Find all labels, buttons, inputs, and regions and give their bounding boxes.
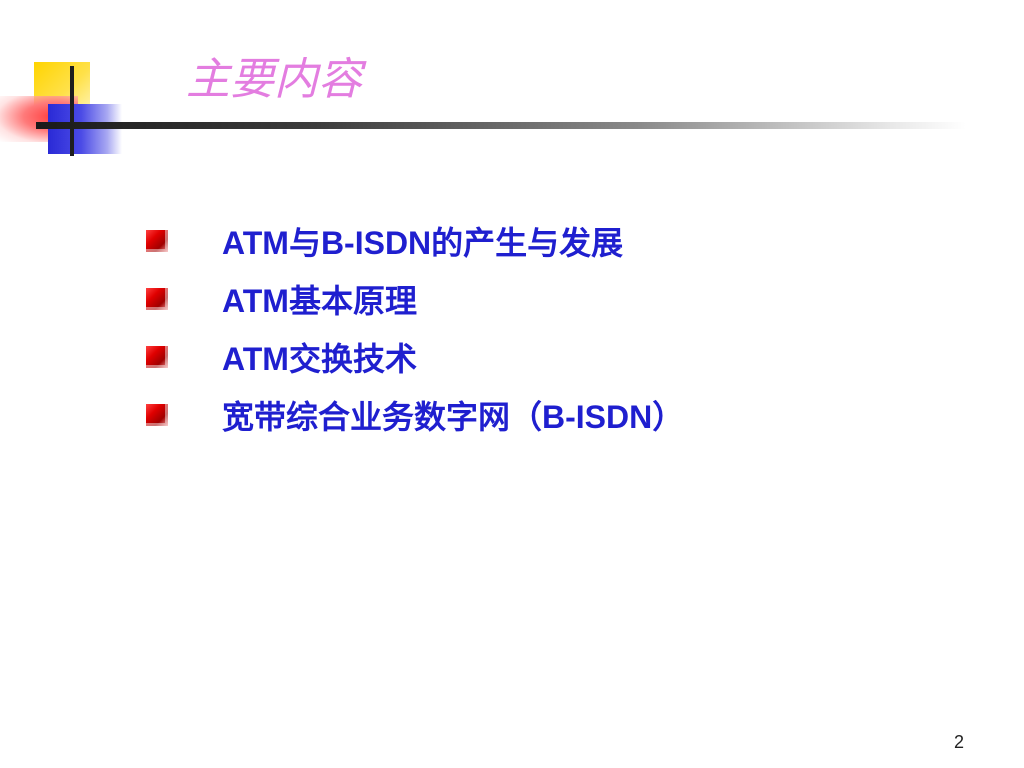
red-square-bullet-icon	[146, 346, 168, 368]
bullet-text: ATM基本原理	[222, 283, 417, 319]
red-square-bullet-icon	[146, 404, 168, 426]
page-number: 2	[953, 732, 964, 752]
bullet-item: ATM交换技术	[146, 328, 684, 386]
bullet-text: ATM交换技术	[222, 341, 417, 377]
corner-logo	[0, 0, 1024, 170]
bullet-list: ATM与B-ISDN的产生与发展 ATM基本原理 ATM交换技术 宽带综合业务数…	[146, 212, 684, 444]
slide-title: 主要内容	[186, 54, 362, 105]
red-square-bullet-icon	[146, 288, 168, 310]
logo-vertical-line	[70, 66, 74, 156]
bullet-text: 宽带综合业务数字网（B-ISDN）	[222, 399, 685, 435]
bullet-text: ATM与B-ISDN的产生与发展	[222, 225, 624, 261]
bullet-item: 宽带综合业务数字网（B-ISDN）	[146, 386, 684, 444]
logo-blue-square	[48, 104, 122, 154]
bullet-item: ATM与B-ISDN的产生与发展	[146, 212, 684, 270]
red-square-bullet-icon	[146, 230, 168, 252]
title-underline	[36, 122, 966, 129]
bullet-item: ATM基本原理	[146, 270, 684, 328]
